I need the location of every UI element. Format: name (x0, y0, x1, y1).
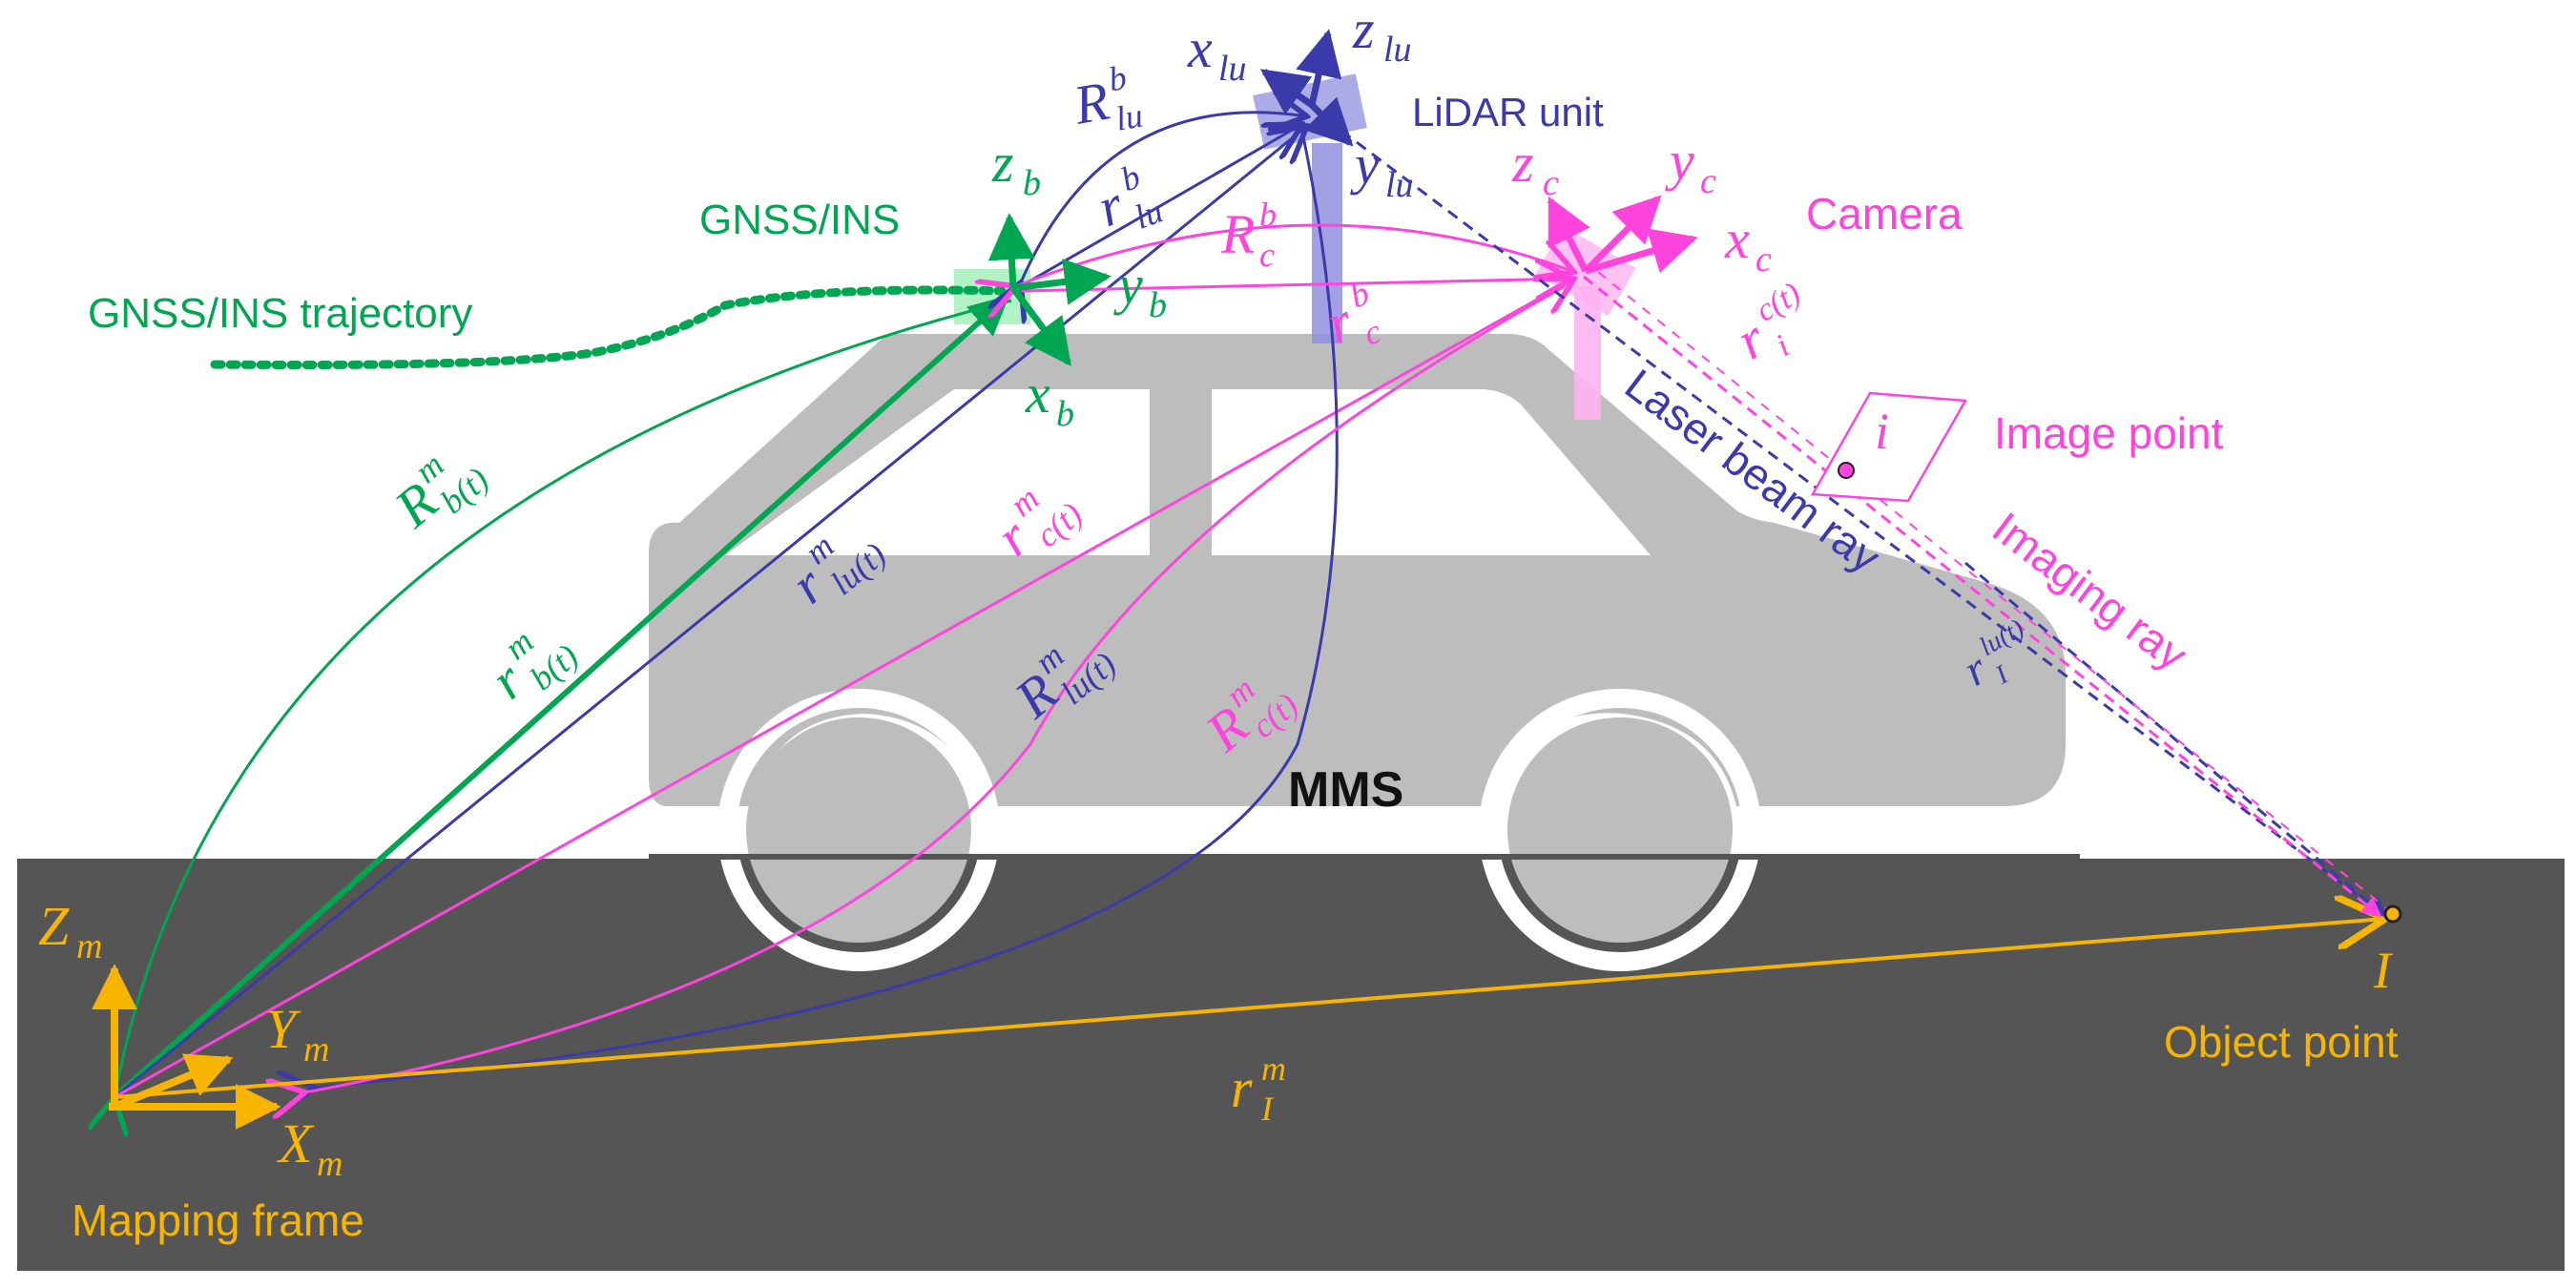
label-image-point: Image point (1994, 408, 2224, 458)
svg-text:lu: lu (1218, 49, 1247, 89)
svg-text:c: c (1259, 236, 1275, 274)
dashed-rays (1325, 117, 2391, 918)
svg-text:b: b (1116, 157, 1146, 199)
svg-text:b: b (1056, 394, 1074, 434)
camera-axes (1547, 195, 1698, 275)
svg-text:I: I (1260, 1090, 1275, 1128)
label-camera: Camera (1806, 189, 1963, 239)
lidar-axes (1259, 29, 1354, 147)
svg-text:x: x (1025, 363, 1050, 425)
gnss-axes (987, 213, 1111, 366)
mapping-axes (92, 964, 281, 1130)
symbol-R-bt-m: Rmb(t) (383, 446, 496, 540)
svg-text:b: b (1023, 163, 1041, 203)
label-gnss-trajectory: GNSS/INS trajectory (88, 290, 472, 337)
svg-text:lu: lu (1383, 30, 1412, 70)
svg-text:Y: Y (265, 998, 301, 1060)
gnss-trajectory-path (210, 285, 1007, 369)
label-lidar-unit: LiDAR unit (1412, 90, 1604, 135)
label-mapping-frame: Mapping frame (72, 1195, 364, 1245)
svg-text:z: z (991, 132, 1014, 194)
image-plane (1810, 391, 1968, 503)
ground-surface (17, 859, 2565, 1271)
svg-text:r: r (1231, 1057, 1253, 1119)
svg-text:R: R (1069, 70, 1113, 136)
object-point-marker (2383, 904, 2402, 924)
symbol-i: i (1875, 403, 1889, 460)
svg-text:b: b (1149, 285, 1167, 325)
svg-text:lu: lu (1112, 95, 1146, 137)
svg-text:c(t): c(t) (1750, 276, 1806, 329)
svg-text:c: c (1700, 161, 1716, 201)
label-mms: MMS (1288, 762, 1403, 818)
rear-wheel-arch (1479, 689, 1761, 971)
svg-text:m: m (1261, 1049, 1286, 1088)
svg-text:lu: lu (1130, 192, 1168, 237)
svg-text:R: R (1220, 203, 1255, 265)
svg-text:b: b (1345, 274, 1375, 316)
svg-text:y: y (1113, 254, 1143, 316)
svg-text:x: x (1187, 17, 1213, 79)
label-object-point: Object point (2164, 1017, 2399, 1067)
svg-text:y: y (1665, 130, 1694, 192)
svg-text:lu: lu (1385, 165, 1414, 205)
svg-text:b: b (1259, 196, 1277, 234)
svg-text:y: y (1350, 134, 1380, 196)
svg-text:m: m (76, 926, 102, 966)
svg-text:c: c (1543, 163, 1559, 203)
image-point-marker (1838, 462, 1855, 479)
svg-text:z: z (1352, 0, 1375, 60)
svg-text:m: m (317, 1144, 343, 1184)
svg-text:m: m (303, 1029, 329, 1070)
svg-text:X: X (277, 1112, 315, 1174)
svg-text:c: c (1755, 239, 1772, 280)
svg-text:z: z (1511, 132, 1534, 194)
symbol-r-bt-m: rmb(t) (479, 622, 586, 711)
svg-text:Z: Z (38, 895, 70, 957)
svg-text:b: b (1106, 58, 1130, 99)
front-wheel-arch (717, 689, 1000, 971)
symbol-I: I (2373, 942, 2394, 999)
label-gnss-ins: GNSS/INS (699, 197, 900, 243)
symbol-r-i-ct: rc(t)i (1726, 276, 1807, 371)
svg-text:x: x (1724, 208, 1750, 270)
